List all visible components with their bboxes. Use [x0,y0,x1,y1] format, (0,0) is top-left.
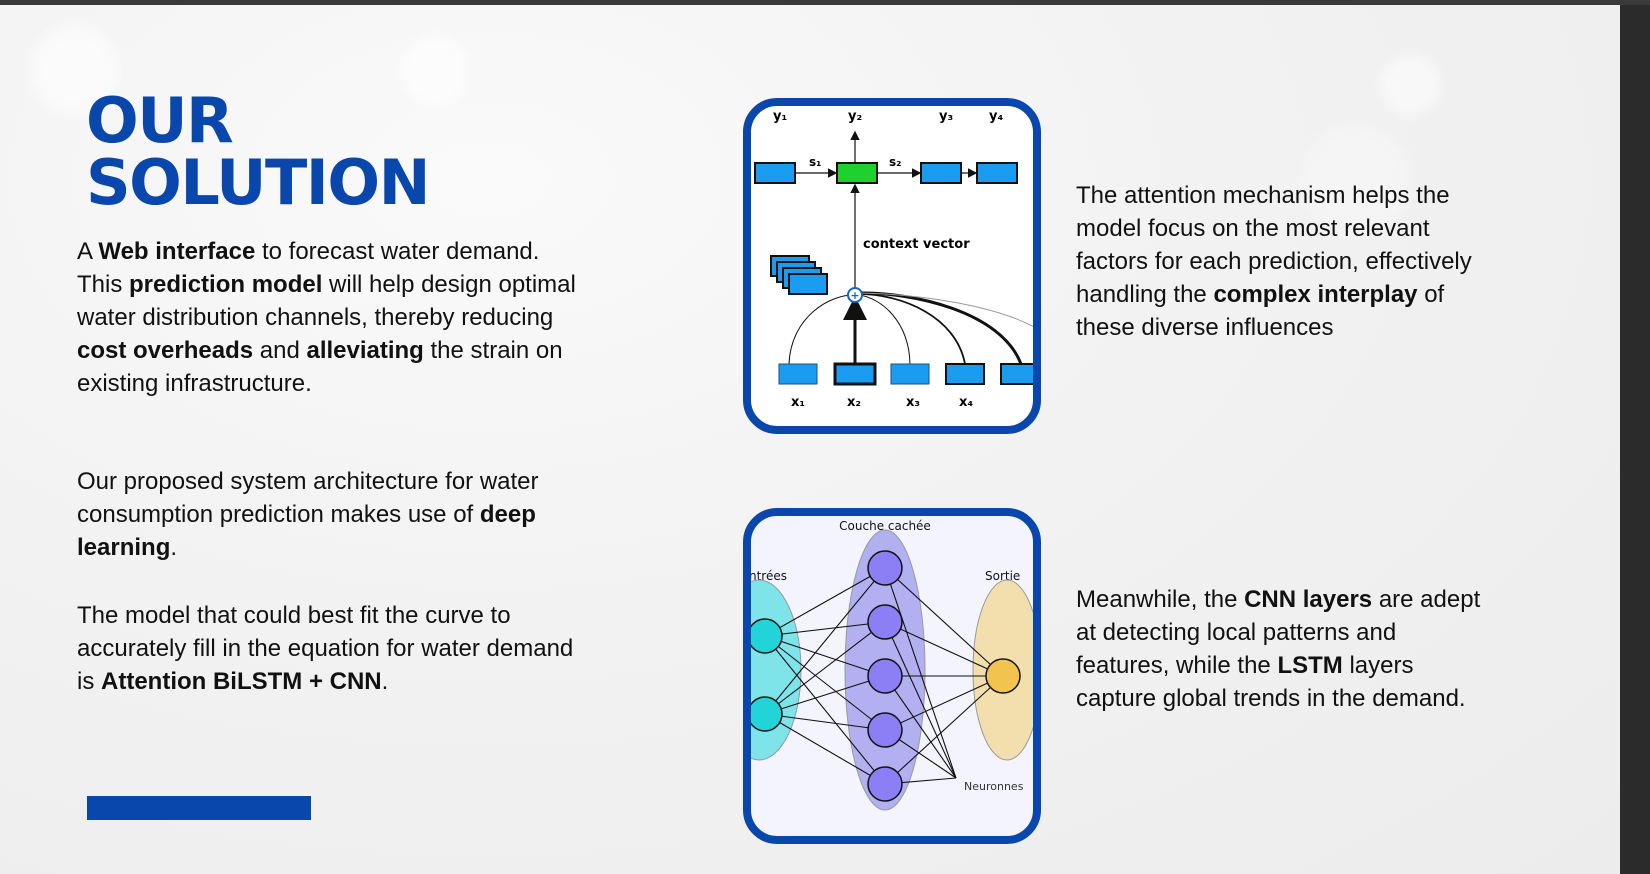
hidden-output-connection [884,675,1004,731]
state-label-s1: s₁ [809,155,821,169]
input-hidden-connection [764,675,886,715]
hidden-layer-label: Couche cachée [839,519,931,533]
text-run: will help design optimal water distribut… [77,271,576,331]
attention-explanation-paragraph: The attention mechanism helps the model … [1076,179,1476,344]
input-layer-ellipse [751,579,802,761]
hidden-neuron [867,766,903,802]
text-run: layers capture global trends in the dema… [1076,652,1466,712]
slide-title: OUR SOLUTION [86,84,430,219]
text-run: Our proposed system architecture for wat… [77,468,539,528]
text-run: The model that could best fit the curve … [77,602,574,695]
input-hidden-connection [764,635,886,731]
context-vector-label: context vector [863,237,970,252]
output-label-y3: y₃ [939,109,953,124]
input-hidden-connection [764,621,886,715]
input-box [945,363,985,385]
window-right-bar [1620,5,1650,874]
output-label-y2: y₂ [848,109,862,124]
emphasized-text: deep learning [77,501,536,561]
hidden-neurons-pointer [884,675,957,779]
input-layer-label: ntrées [751,569,787,583]
attention-diagram: y₁ y₂ y₃ y₄ s₁ s₂ context vector [754,109,1033,410]
bokeh-decoration [400,35,470,105]
emphasized-text: LSTM [1277,652,1343,679]
emphasized-text: cost overheads [77,337,254,364]
hidden-neuron [867,604,903,640]
input-hidden-connection [764,635,886,785]
emphasized-text: Attention BiLSTM + CNN [101,668,382,695]
output-label-y1: y₁ [773,109,787,124]
text-run: . [381,668,389,695]
input-box [778,363,818,385]
input-hidden-connection [764,621,886,637]
text-run: . [170,534,178,561]
state-box [754,162,796,184]
output-label-y4: y₄ [989,109,1003,124]
architecture-paragraph: Our proposed system architecture for wat… [77,465,587,564]
text-run: Meanwhile, the [1076,586,1245,613]
text-run: are adept at detecting local patterns an… [1076,586,1481,679]
cnn-lstm-explanation-paragraph: Meanwhile, the CNN layers are adept at d… [1076,583,1496,715]
window-top-bar [0,0,1650,5]
input-hidden-connection [764,635,886,677]
input-label-x1: x₁ [791,395,805,410]
intro-paragraph: A Web interface to forecast water demand… [77,235,587,400]
sum-node [847,287,863,303]
attention-diagram-image: y₁ y₂ y₃ y₄ s₁ s₂ context vector [743,98,1041,434]
input-label-x4: x₄ [959,395,973,410]
text-run: the strain on existing infrastructure. [77,337,563,397]
svg-text:+: + [850,289,859,302]
input-neuron [751,618,783,654]
emphasized-text: CNN layers [1244,586,1373,613]
state-box [976,162,1018,184]
input-neuron [751,696,783,732]
title-line-2: SOLUTION [86,146,430,219]
output-layer-label: Sortie [985,569,1020,583]
connection-lines [764,567,1004,785]
neurons [751,550,1021,802]
neural-network-diagram: Couche cachée ntrées Sortie Neuronnes [751,519,1033,811]
text-run: and [253,337,307,364]
emphasized-text: complex interplay [1213,281,1418,308]
text-run: The attention mechanism helps the model … [1076,182,1472,308]
emphasized-text: prediction model [129,271,323,298]
hidden-neurons-pointer [884,567,957,779]
input-label-x2: x₂ [847,395,861,410]
bokeh-decoration [1300,125,1410,235]
bokeh-decoration [30,25,120,115]
hidden-neurons-pointer [884,621,957,779]
neural-network-diagram-image: Couche cachée ntrées Sortie Neuronnes [743,508,1041,844]
presentation-slide: OUR SOLUTION A Web interface to forecast… [0,5,1620,874]
emphasized-text: alleviating [306,337,424,364]
stacked-box [788,273,828,295]
input-box [890,363,930,385]
hidden-neuron [867,658,903,694]
state-label-s2: s₂ [889,155,901,169]
bokeh-decoration [1380,55,1440,115]
accent-bar [87,796,311,820]
input-hidden-connection [764,713,886,785]
hidden-output-connection [884,621,1004,677]
state-box [920,162,962,184]
hidden-neuron [867,712,903,748]
title-line-1: OUR [86,84,234,157]
neurons-label: Neuronnes [964,780,1024,793]
input-hidden-connection [764,567,886,637]
text-run: A [77,238,99,265]
hidden-neuron [867,550,903,586]
model-paragraph: The model that could best fit the curve … [77,599,587,698]
state-box-highlight [836,162,878,184]
input-hidden-connection [764,713,886,731]
text-run: to forecast water demand. This [77,238,540,298]
output-neuron [985,658,1021,694]
hidden-output-connection [884,675,1004,785]
input-box [1000,363,1033,385]
input-hidden-connection [764,567,886,715]
input-box-highlight [833,362,877,386]
text-run: of these diverse influences [1076,281,1445,341]
hidden-output-connection [884,567,1004,677]
input-label-x3: x₃ [906,395,920,410]
emphasized-text: Web interface [98,238,256,265]
